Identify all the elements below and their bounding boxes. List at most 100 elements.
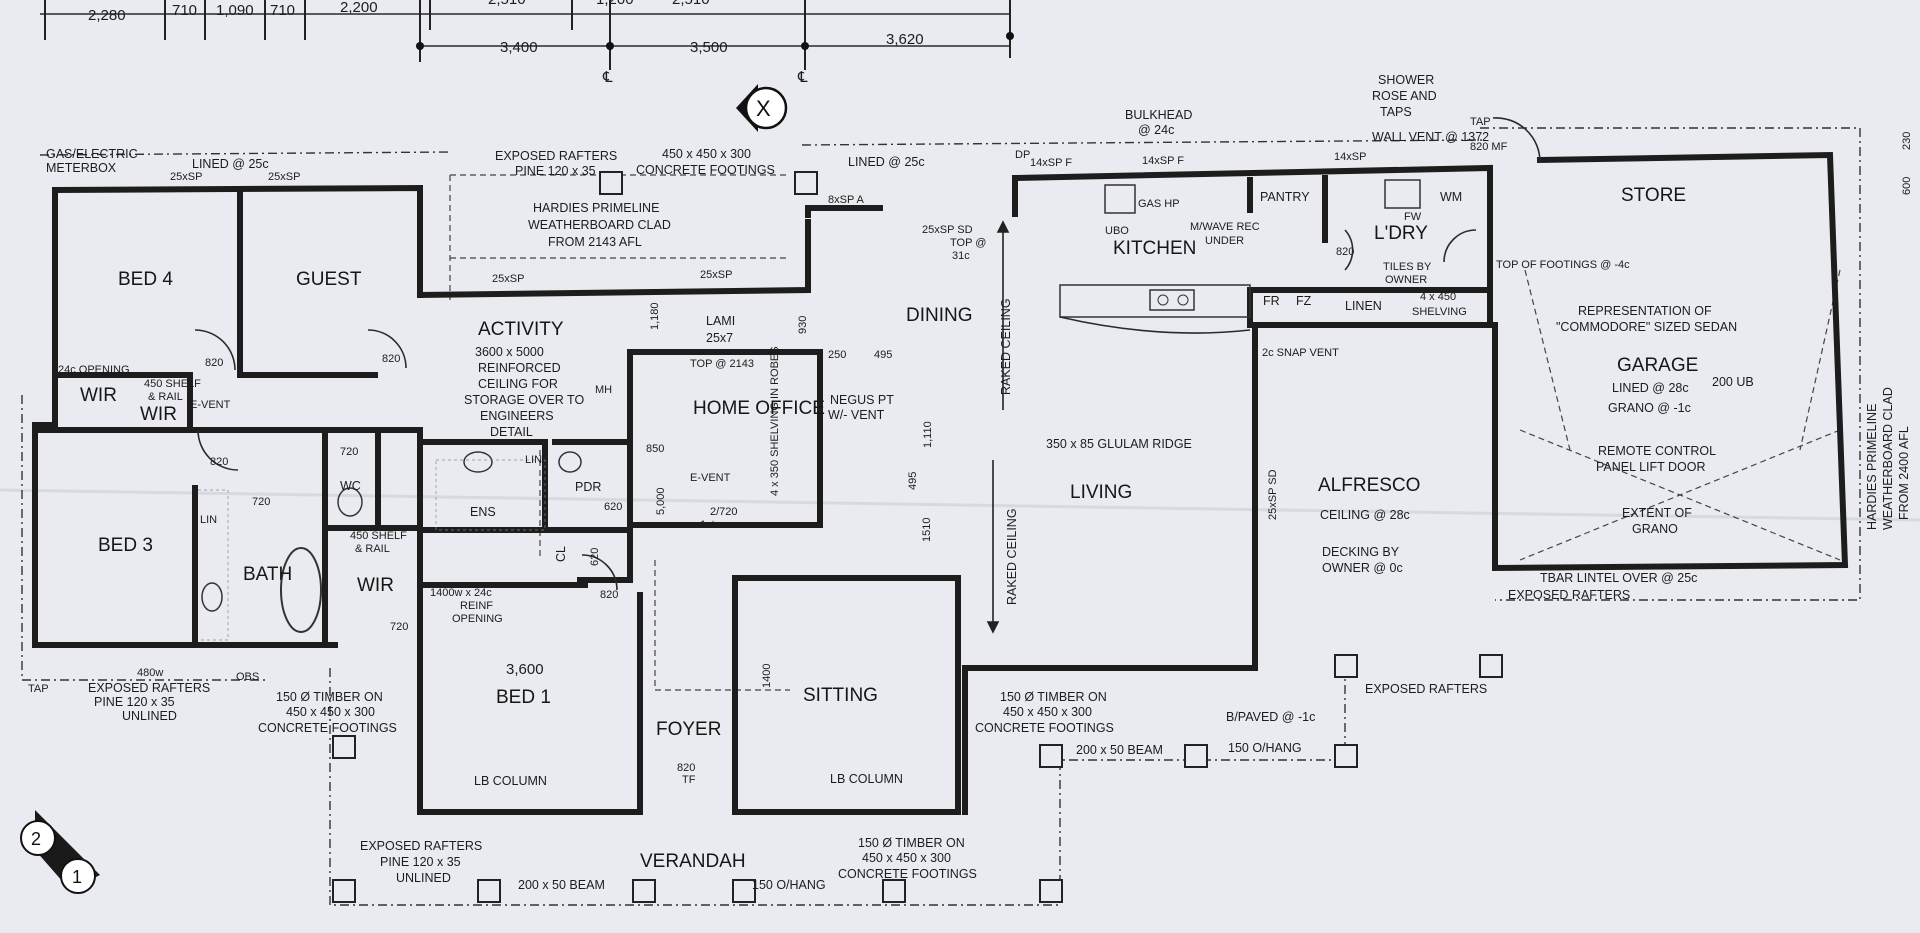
note-lami-1: LAMI: [706, 314, 735, 328]
dim-3400: 3,400: [500, 39, 538, 56]
note-hardies-side-1: HARDIES PRIMELINE: [1865, 404, 1879, 530]
room-pdr: PDR: [575, 480, 601, 494]
note-hardies-2: WEATHERBOARD CLAD: [528, 218, 671, 232]
note-sp-25sd-v: 25xSP SD: [1267, 469, 1279, 520]
note-tap-a: TAP: [1470, 116, 1491, 128]
note-dim-3600: 3,600: [506, 661, 544, 678]
dim-710a: 710: [172, 2, 197, 19]
note-footings-1: 450 x 450 x 300: [662, 147, 751, 161]
note-hardies-side-3: FROM 2400 AFL: [1897, 426, 1911, 520]
note-ohang-a: 150 O/HANG: [752, 878, 826, 892]
note-reinf-3: OPENING: [452, 613, 503, 625]
room-bed4: BED 4: [118, 269, 173, 290]
note-tbar: TBAR LINTEL OVER @ 25c: [1540, 571, 1697, 585]
note-bulkhead-2: @ 24c: [1138, 123, 1174, 137]
note-activity-1: 3600 x 5000: [475, 345, 544, 359]
section-marker-2-1: 2 1: [20, 810, 100, 894]
note-timber-b3: CONCRETE FOOTINGS: [975, 721, 1114, 735]
dimension-lines: 2,280 710 1,090 710 2,200 2,510 1,200 2,…: [40, 0, 1913, 195]
note-shower-2: ROSE AND: [1372, 89, 1437, 103]
centerline-mark-1: ℄: [602, 69, 613, 86]
room-store: STORE: [1621, 185, 1686, 206]
note-lined-a: LINED @ 25c: [192, 157, 269, 171]
note-activity-4: STORAGE OVER TO: [464, 393, 584, 407]
fixtures: [194, 117, 1541, 641]
room-garage: GARAGE: [1617, 355, 1698, 376]
room-wir-b: WIR: [140, 404, 177, 425]
note-rafters-unlined-2: PINE 120 x 35: [94, 695, 175, 709]
note-top-footings: TOP OF FOOTINGS @ -4c: [1496, 259, 1630, 271]
note-shelving-1: 4 x 450: [1420, 291, 1456, 303]
note-d820-tf: 820: [677, 762, 695, 774]
note-e-vent-b: E-VENT: [690, 472, 731, 484]
note-beam-b: 200 x 50 BEAM: [1076, 743, 1163, 757]
room-kitchen: KITCHEN: [1113, 238, 1196, 259]
svg-text:2: 2: [31, 829, 41, 849]
note-dim-1510: 1510: [921, 518, 933, 542]
note-d820-ldry: 820: [1336, 246, 1354, 258]
note-top31c-1: TOP @: [950, 237, 986, 249]
note-activity-3: CEILING FOR: [478, 377, 558, 391]
note-shower-1: SHOWER: [1378, 73, 1434, 87]
note-d820-bed3: 820: [210, 456, 228, 468]
note-d720-wir: 720: [390, 621, 408, 633]
note-ohang-b: 150 O/HANG: [1228, 741, 1302, 755]
note-sedan-1: REPRESENTATION OF: [1578, 304, 1712, 318]
note-activity-2: REINFORCED: [478, 361, 561, 375]
dim-2510b: 2,510: [672, 0, 710, 8]
note-garage-grano: GRANO @ -1c: [1608, 401, 1691, 415]
note-hardies-3: FROM 2143 AFL: [548, 235, 642, 249]
note-sp-14a: 14xSP F: [1030, 157, 1072, 169]
note-gas-1: GAS/ELECTRIC: [46, 147, 138, 161]
room-cl: CL: [554, 546, 568, 562]
note-sp-480: 480w: [137, 667, 163, 679]
note-dim-5000: 5,000: [655, 487, 667, 515]
note-dim-495a: 495: [874, 349, 892, 361]
note-mf: 820 MF: [1470, 141, 1508, 153]
note-exposed-rafters-r: EXPOSED RAFTERS: [1508, 588, 1630, 602]
note-garage-lined: LINED @ 28c: [1612, 381, 1689, 395]
note-sedan-2: "COMMODORE" SIZED SEDAN: [1556, 320, 1737, 334]
note-first: 1st: [700, 519, 715, 531]
note-exposed-rafters-c: EXPOSED RAFTERS: [1365, 682, 1487, 696]
raked-ceiling-arrows: [986, 220, 1010, 634]
note-lami-2: 25x7: [706, 331, 733, 345]
note-reinf-1: 1400w x 24c: [430, 587, 492, 599]
note-beam-a: 200 x 50 BEAM: [518, 878, 605, 892]
note-footings-2: CONCRETE FOOTINGS: [636, 163, 775, 177]
room-labels: BED 4 GUEST ACTIVITY DINING KITCHEN PANT…: [80, 185, 1698, 872]
note-d720-home: 2/720: [710, 506, 738, 518]
note-timber-b2: 450 x 450 x 300: [1003, 705, 1092, 719]
note-ubo: UBO: [1105, 225, 1129, 237]
note-timber-c1: 150 Ø TIMBER ON: [858, 836, 965, 850]
room-foyer: FOYER: [656, 719, 721, 740]
paper-fold: [0, 488, 1920, 522]
note-sp-14b: 14xSP F: [1142, 155, 1184, 167]
note-lined-b: LINED @ 25c: [848, 155, 925, 169]
note-alfresco-ceiling: CEILING @ 28c: [1320, 508, 1410, 522]
eave-lines: [21, 127, 1861, 906]
note-hardies-side-2: WEATHERBOARD CLAD: [1881, 387, 1895, 530]
note-gas-hp: GAS HP: [1138, 198, 1180, 210]
dim-2200: 2,200: [340, 0, 378, 16]
note-top31c-2: 31c: [952, 250, 970, 262]
dim-1200: 1,200: [596, 0, 634, 8]
note-dim-930: 930: [797, 316, 809, 334]
room-dining: DINING: [906, 305, 973, 326]
note-timber-3: CONCRETE FOOTINGS: [258, 721, 397, 735]
note-d720-wc: 720: [340, 446, 358, 458]
note-raked-1: RAKED CEILING: [999, 298, 1013, 395]
walls: [32, 151, 1849, 815]
note-d820-bed1: 820: [600, 589, 618, 601]
dim-3620: 3,620: [886, 31, 924, 48]
note-timber-2: 450 x 450 x 300: [286, 705, 375, 719]
note-tap-b: TAP: [28, 683, 49, 695]
note-decking-1: DECKING BY: [1322, 545, 1400, 559]
note-rafters-l-2: PINE 120 x 35: [380, 855, 461, 869]
dim-2510a: 2,510: [488, 0, 526, 8]
svg-text:1: 1: [72, 867, 82, 887]
note-200ub: 200 UB: [1712, 375, 1754, 389]
room-wc: WC: [340, 479, 361, 493]
room-guest: GUEST: [296, 269, 362, 290]
dim-3500: 3,500: [690, 39, 728, 56]
